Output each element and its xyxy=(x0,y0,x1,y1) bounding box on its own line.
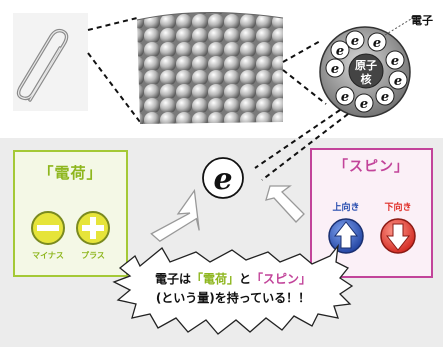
callout-line-1: 電子は「電荷」と「スピン」 xyxy=(118,270,348,289)
nucleus-label: 原子 xyxy=(355,59,377,72)
atom-diagram: e e e e e e e e e 原子 核 xyxy=(319,18,412,118)
svg-text:e: e xyxy=(360,97,368,112)
spin-title: 「スピン」 xyxy=(334,159,409,175)
svg-text:e: e xyxy=(336,44,344,59)
orbital-electron: e xyxy=(330,40,350,60)
electron-leader-line xyxy=(384,18,412,36)
callout-line-2: (という量)を持っている！！ xyxy=(155,291,311,305)
connector-dash xyxy=(254,109,341,169)
orbital-electron: e xyxy=(385,50,405,70)
svg-text:e: e xyxy=(373,36,381,51)
orbital-electron: e xyxy=(375,86,395,106)
plus-label: プラス xyxy=(81,250,105,260)
callout-spin-term: 「スピン」 xyxy=(251,272,312,286)
callout-text-part: 電子は xyxy=(154,272,191,286)
svg-text:e: e xyxy=(213,162,232,197)
orbital-electron: e xyxy=(325,58,345,78)
metal-atoms-lattice xyxy=(136,11,284,124)
minus-label: マイナス xyxy=(32,251,64,260)
minus-icon xyxy=(31,211,65,245)
callout-charge-term: 「電荷」 xyxy=(190,272,239,286)
svg-text:e: e xyxy=(381,90,389,105)
svg-text:e: e xyxy=(394,74,402,89)
svg-text:e: e xyxy=(351,34,359,49)
callout-bubble xyxy=(112,243,354,335)
orbital-electron: e xyxy=(354,93,374,113)
svg-text:e: e xyxy=(341,90,349,105)
electron-label: 電子 xyxy=(411,14,433,27)
connector-dash xyxy=(282,39,323,63)
orbital-electron: e xyxy=(367,32,387,52)
arrow-to-charge-icon xyxy=(150,188,200,242)
spin-up-label: 上向き xyxy=(332,201,359,213)
callout-text-part: と xyxy=(239,272,252,286)
orbital-electron: e xyxy=(345,30,365,50)
svg-text:e: e xyxy=(331,62,339,77)
spin-down-arrow-icon xyxy=(380,218,416,254)
callout-text: 電子は「電荷」と「スピン」 (という量)を持っている！！ xyxy=(118,270,348,308)
orbital-electron: e xyxy=(388,70,408,90)
connector-dash xyxy=(282,69,327,105)
connector-dash xyxy=(261,113,349,181)
top-illustration: e e e e e e e e e 原子 核 xyxy=(13,11,412,124)
charge-box: 「電荷」 xyxy=(13,150,128,277)
spin-down-label: 下向き xyxy=(384,201,411,213)
paperclip-image xyxy=(13,13,88,111)
svg-text:e: e xyxy=(391,54,399,69)
arrow-to-spin-icon xyxy=(265,185,305,223)
connector-dash xyxy=(87,52,141,123)
nucleus-label: 核 xyxy=(361,72,372,86)
charge-title: 「電荷」 xyxy=(38,164,103,182)
orbital-electron: e xyxy=(335,86,355,106)
plus-icon xyxy=(76,211,110,245)
spin-up-arrow-icon xyxy=(328,218,364,254)
electron-symbol: e xyxy=(202,157,244,199)
